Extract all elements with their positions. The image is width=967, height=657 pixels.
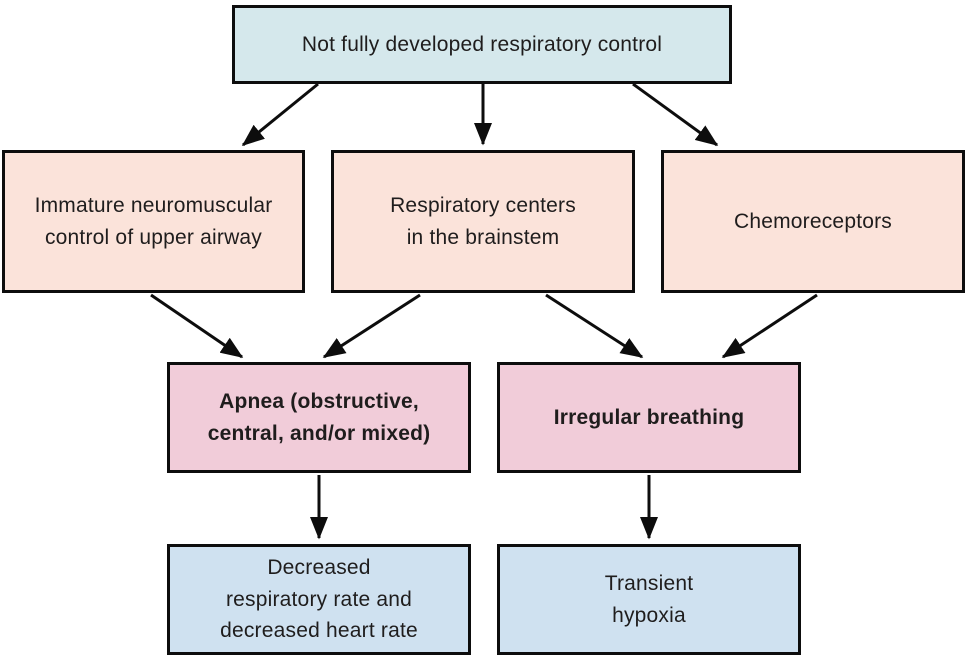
node-decreased-rates: Decreased respiratory rate and decreased… bbox=[167, 544, 471, 655]
node-immature-neuromuscular-control: Immature neuromuscular control of upper … bbox=[2, 150, 305, 293]
arrow-chemo-to-irregular bbox=[721, 293, 818, 359]
node-not-fully-developed-respiratory-control: Not fully developed respiratory control bbox=[232, 5, 732, 84]
arrow-root-to-immature bbox=[241, 82, 319, 147]
node-apnea: Apnea (obstructive, central, and/or mixe… bbox=[167, 362, 471, 473]
arrow-immature-to-apnea bbox=[150, 293, 244, 359]
node-label: Apnea (obstructive, central, and/or mixe… bbox=[207, 390, 431, 445]
node-label: Transient hypoxia bbox=[604, 572, 694, 627]
node-respiratory-centers-brainstem: Respiratory centers in the brainstem bbox=[331, 150, 635, 293]
node-chemoreceptors: Chemoreceptors bbox=[661, 150, 965, 293]
node-label: Respiratory centers in the brainstem bbox=[390, 194, 576, 249]
node-label: Decreased respiratory rate and decreased… bbox=[220, 556, 418, 643]
arrow-brainstem-to-apnea bbox=[322, 293, 421, 359]
node-label: Irregular breathing bbox=[553, 405, 745, 429]
node-transient-hypoxia: Transient hypoxia bbox=[497, 544, 801, 655]
node-label: Not fully developed respiratory control bbox=[301, 32, 663, 56]
node-label: Immature neuromuscular control of upper … bbox=[34, 194, 273, 249]
arrow-brainstem-to-irregular bbox=[545, 293, 644, 359]
node-label: Chemoreceptors bbox=[733, 209, 893, 233]
node-irregular-breathing: Irregular breathing bbox=[497, 362, 801, 473]
arrow-root-to-chemo bbox=[632, 82, 719, 147]
